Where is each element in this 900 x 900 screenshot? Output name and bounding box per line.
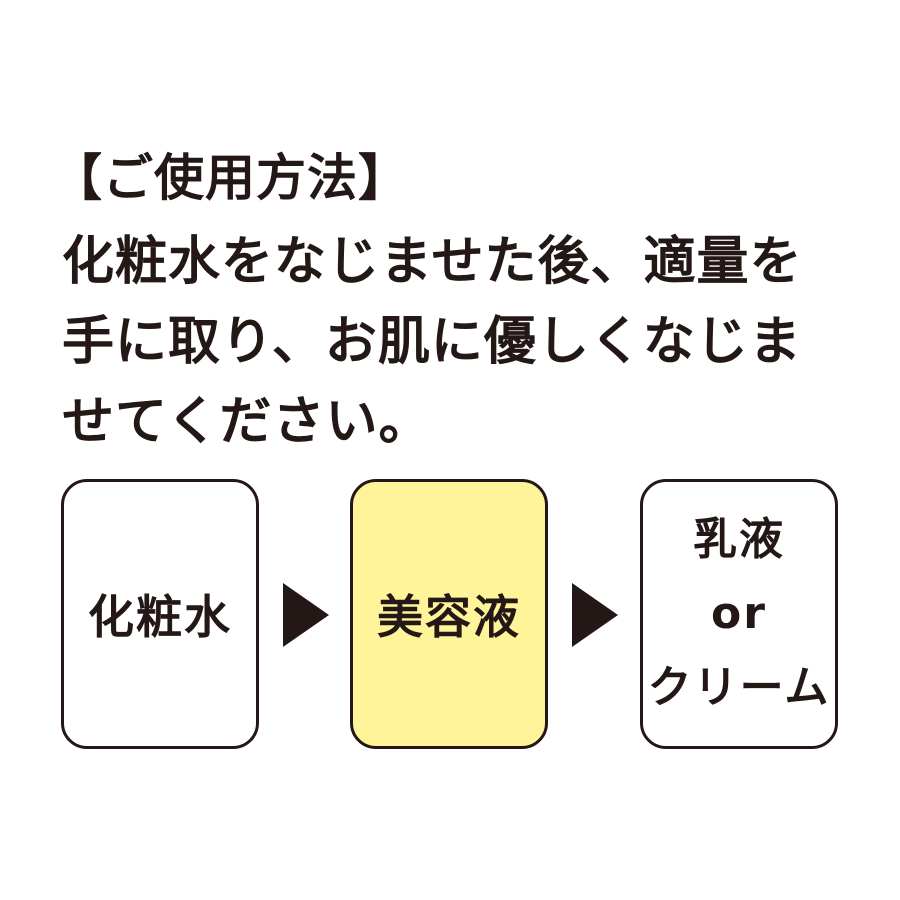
step-label-stack: 乳液 or クリーム <box>648 503 831 725</box>
usage-heading: 【ご使用方法】 <box>52 149 409 207</box>
step-label: 美容液 <box>377 590 521 644</box>
step-label-line: or <box>711 588 767 639</box>
step-box-lotion: 化粧水 <box>61 479 259 749</box>
step-box-serum: 美容液 <box>350 479 548 749</box>
step-box-emulsion-or-cream: 乳液 or クリーム <box>640 479 838 749</box>
arrow-right-icon <box>283 583 329 647</box>
instruction-line: せてください。 <box>62 392 432 452</box>
instruction-line: 化粧水をなじませた後、適量を <box>62 232 803 292</box>
step-label: 化粧水 <box>88 590 232 644</box>
instruction-line: 手に取り、お肌に優しくなじま <box>62 312 802 372</box>
arrow-right-icon <box>572 583 618 647</box>
usage-instructions: 化粧水をなじませた後、適量を 手に取り、お肌に優しくなじま せてください。 <box>62 222 862 462</box>
step-label-line: クリーム <box>647 662 831 713</box>
step-label-line: 乳液 <box>693 514 785 565</box>
